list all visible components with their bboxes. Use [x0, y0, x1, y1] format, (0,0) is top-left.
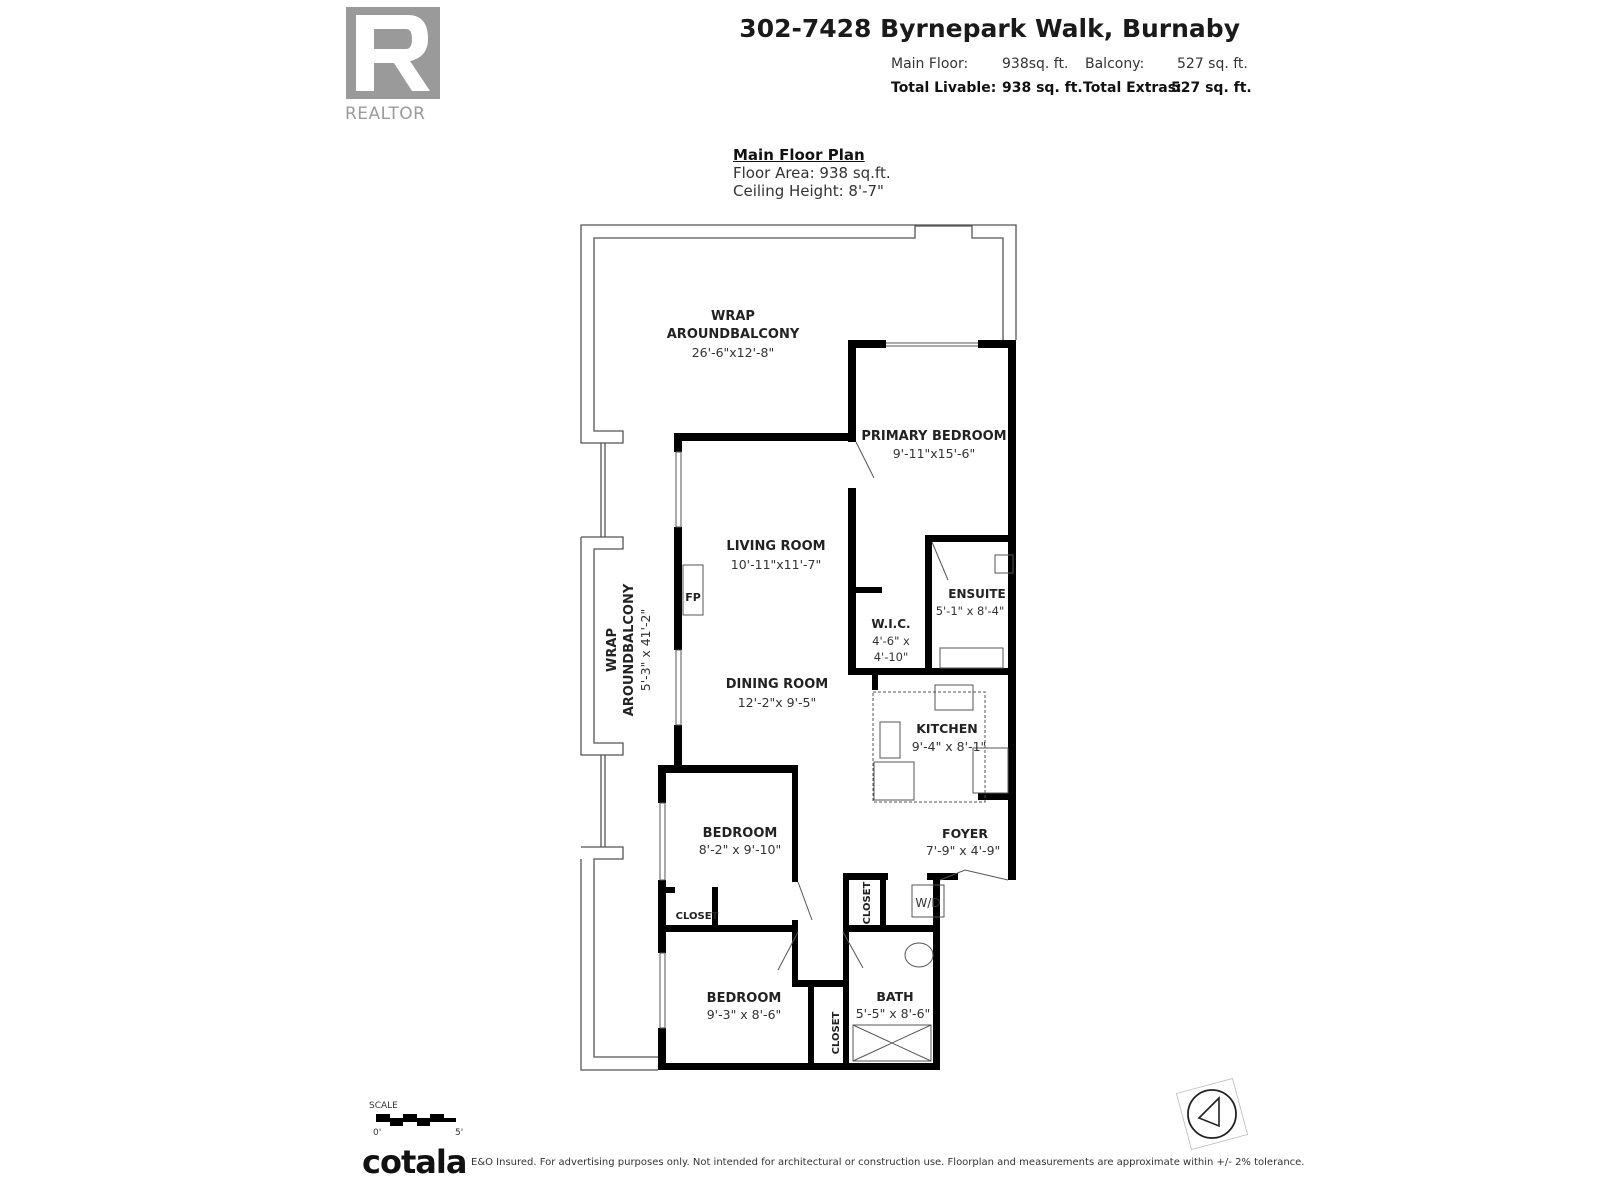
realtor-wordmark: REALTOR: [345, 104, 426, 124]
kitchen-dims: 9'-4" x 8'-1": [912, 739, 987, 754]
primary-bedroom-dims: 9'-11"x15'-6": [893, 446, 976, 461]
ceiling-height: Ceiling Height: 8'-7": [733, 182, 884, 200]
closet2-label: CLOSET: [862, 881, 873, 924]
living-room-dims: 10'-11"x11'-7": [731, 557, 821, 572]
scale-bar: [376, 1114, 456, 1126]
bath-dims: 5'-5" x 8'-6": [856, 1006, 931, 1021]
total-livable-label: Total Livable:: [891, 80, 997, 96]
dining-room-dims: 12'-2"x 9'-5": [738, 695, 817, 710]
balcony-side-label-1: WRAP: [605, 628, 620, 672]
property-address: 302-7428 Byrnepark Walk, Burnaby: [739, 14, 1240, 43]
balcony-outline: [580, 224, 1017, 1071]
walls: [658, 340, 1016, 1070]
wd-label: W/D: [915, 896, 940, 910]
wic-dims-2: 4'-10": [874, 650, 909, 664]
balcony-top-label-2: AROUNDBALCONY: [667, 327, 800, 342]
balcony-top-label-1: WRAP: [711, 309, 755, 324]
scale-start: 0': [373, 1128, 382, 1138]
floor-area: Floor Area: 938 sq.ft.: [733, 164, 891, 182]
living-room-label: LIVING ROOM: [726, 539, 825, 554]
realtor-logo: [346, 7, 440, 99]
total-extras-label: Total Extras:: [1083, 80, 1182, 96]
room-labels: WRAP AROUNDBALCONY 26'-6"x12'-8" WRAP AR…: [605, 309, 1007, 1054]
north-compass-icon: [1175, 1077, 1249, 1151]
realtor-r-icon: [356, 15, 430, 91]
plan-header: Main Floor Plan Floor Area: 938 sq.ft. C…: [733, 146, 891, 200]
cotala-logo: cotala: [362, 1143, 467, 1181]
foyer-dims: 7'-9" x 4'-9": [926, 843, 1001, 858]
balcony-side-dims: 5'-3" x 41'-2": [638, 609, 653, 692]
main-floor-value: 938sq. ft.: [1002, 56, 1069, 72]
balcony-label: Balcony:: [1085, 56, 1145, 72]
wic-label: W.I.C.: [871, 617, 910, 631]
bath-label: BATH: [876, 989, 913, 1004]
ensuite-label: ENSUITE: [948, 587, 1005, 601]
scale-label: SCALE: [369, 1101, 398, 1111]
ensuite-dims: 5'-1" x 8'-4": [936, 604, 1005, 618]
kitchen-label: KITCHEN: [916, 721, 978, 736]
bedroom2-dims: 9'-3" x 8'-6": [707, 1007, 782, 1022]
disclaimer: E&O Insured. For advertising purposes on…: [471, 1157, 1305, 1168]
closet1-label: CLOSET: [676, 911, 719, 922]
bedroom2-label: BEDROOM: [707, 991, 782, 1006]
bedroom1-label: BEDROOM: [703, 826, 778, 841]
balcony-value: 527 sq. ft.: [1177, 56, 1248, 72]
balcony-top-dims: 26'-6"x12'-8": [692, 345, 775, 360]
scale-end: 5': [455, 1128, 464, 1138]
primary-bedroom-label: PRIMARY BEDROOM: [861, 429, 1006, 444]
wic-dims-1: 4'-6" x: [872, 634, 910, 648]
foyer-label: FOYER: [942, 826, 988, 841]
windows-and-fixtures: [659, 342, 1014, 1062]
main-floor-label: Main Floor:: [891, 56, 969, 72]
plan-title: Main Floor Plan: [733, 146, 865, 164]
dining-room-label: DINING ROOM: [726, 677, 828, 692]
total-extras-value: 527 sq. ft.: [1171, 80, 1252, 96]
closet3-label: CLOSET: [831, 1011, 842, 1054]
bedroom1-dims: 8'-2" x 9'-10": [699, 842, 782, 857]
fireplace-label: FP: [685, 591, 701, 604]
balcony-side-label-2: AROUNDBALCONY: [622, 583, 637, 716]
total-livable-value: 938 sq. ft.: [1002, 80, 1083, 96]
